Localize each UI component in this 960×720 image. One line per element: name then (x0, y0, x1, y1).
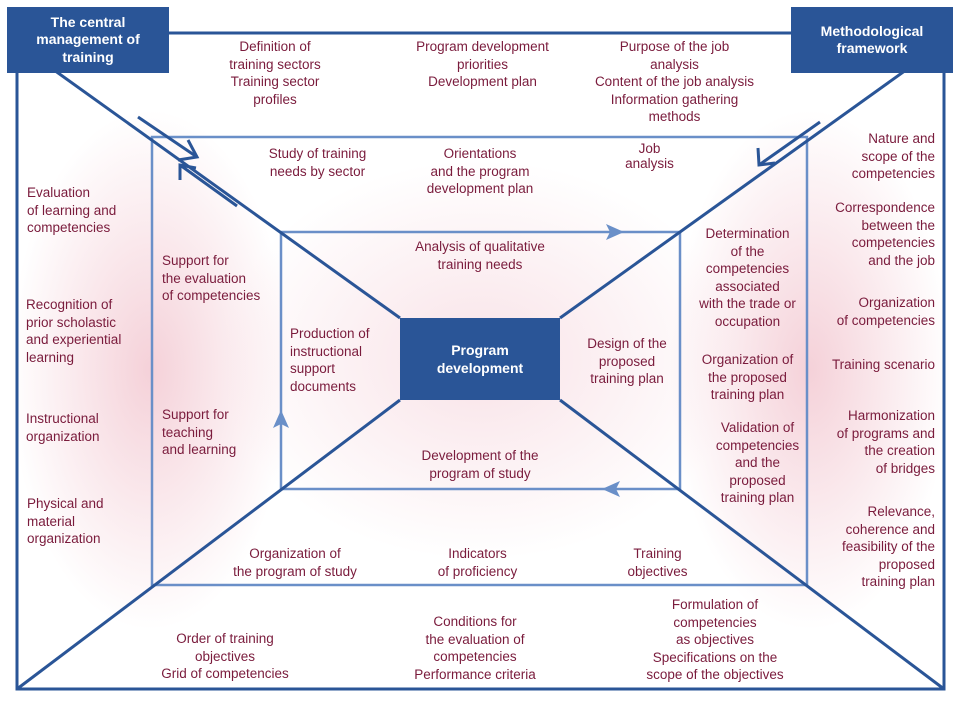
methodological-framework-box: Methodological framework (791, 7, 953, 73)
label-instructional-organization: Instructional organization (26, 411, 100, 444)
label-support-teaching: Support for teaching and learning (162, 407, 237, 458)
label-order-objectives: Order of training objectives Grid of com… (161, 631, 289, 682)
label-training-objectives: Training objectives (627, 546, 688, 579)
label-validation: Validation of competencies and the propo… (715, 420, 800, 506)
label-recognition: Recognition of prior scholastic and expe… (26, 297, 122, 365)
label-definition-sectors: Definition of training sectors Training … (229, 39, 321, 107)
arrow-left-up (273, 410, 289, 428)
arrow-top-right (606, 224, 624, 240)
label-support-evaluation: Support for the evaluation of competenci… (162, 253, 261, 304)
inner-frame (279, 230, 682, 491)
label-correspondence: Correspondence between the competencies … (835, 200, 935, 268)
label-training-scenario: Training scenario (831, 357, 935, 372)
label-analysis-qualitative: Analysis of qualitative training needs (415, 239, 545, 272)
label-relevance: Relevance, coherence and feasibility of … (841, 504, 935, 590)
label-production-documents: Production of instructional support docu… (290, 326, 370, 394)
label-nature-scope: Nature and scope of the competencies (851, 131, 935, 182)
label-physical-organization: Physical and material organization (27, 496, 104, 547)
middle-frame (150, 135, 809, 587)
glow-right (670, 110, 950, 630)
label-organization-program: Organization of the program of study (233, 546, 357, 579)
central-management-box: The central management of training (7, 7, 169, 73)
label-priorities: Program development priorities Developme… (416, 39, 549, 90)
label-determination: Determination of the competencies associ… (699, 226, 796, 329)
label-orientations: Orientations and the program development… (426, 146, 534, 197)
label-organization-training-plan: Organization of the proposed training pl… (701, 352, 794, 403)
label-indicators: Indicators of proficiency (437, 546, 518, 579)
label-formulation-competencies: Formulation of competencies as objective… (646, 597, 784, 683)
program-development-box: Program development (400, 318, 560, 400)
double-arrow-left (137, 115, 238, 208)
arrow-upper-right (756, 120, 821, 167)
outer-frame (15, 31, 946, 691)
label-evaluation-learning: Evaluation of learning and competencies (27, 185, 117, 236)
label-study-training-needs: Study of training needs by sector (268, 146, 367, 179)
label-development-program: Development of the program of study (421, 448, 539, 481)
arrow-bottom-left (602, 481, 620, 497)
glow-left (10, 110, 290, 630)
label-conditions-evaluation: Conditions for the evaluation of compete… (414, 614, 536, 682)
label-job-analysis: Job analysis (625, 141, 674, 171)
label-harmonization: Harmonization of programs and the creati… (836, 408, 935, 476)
label-job-analysis-purpose: Purpose of the job analysis Content of t… (594, 39, 755, 125)
label-organization-competencies: Organization of competencies (836, 295, 935, 328)
diagonal-lines (16, 58, 945, 691)
label-design-training-plan: Design of the proposed training plan (587, 336, 667, 387)
